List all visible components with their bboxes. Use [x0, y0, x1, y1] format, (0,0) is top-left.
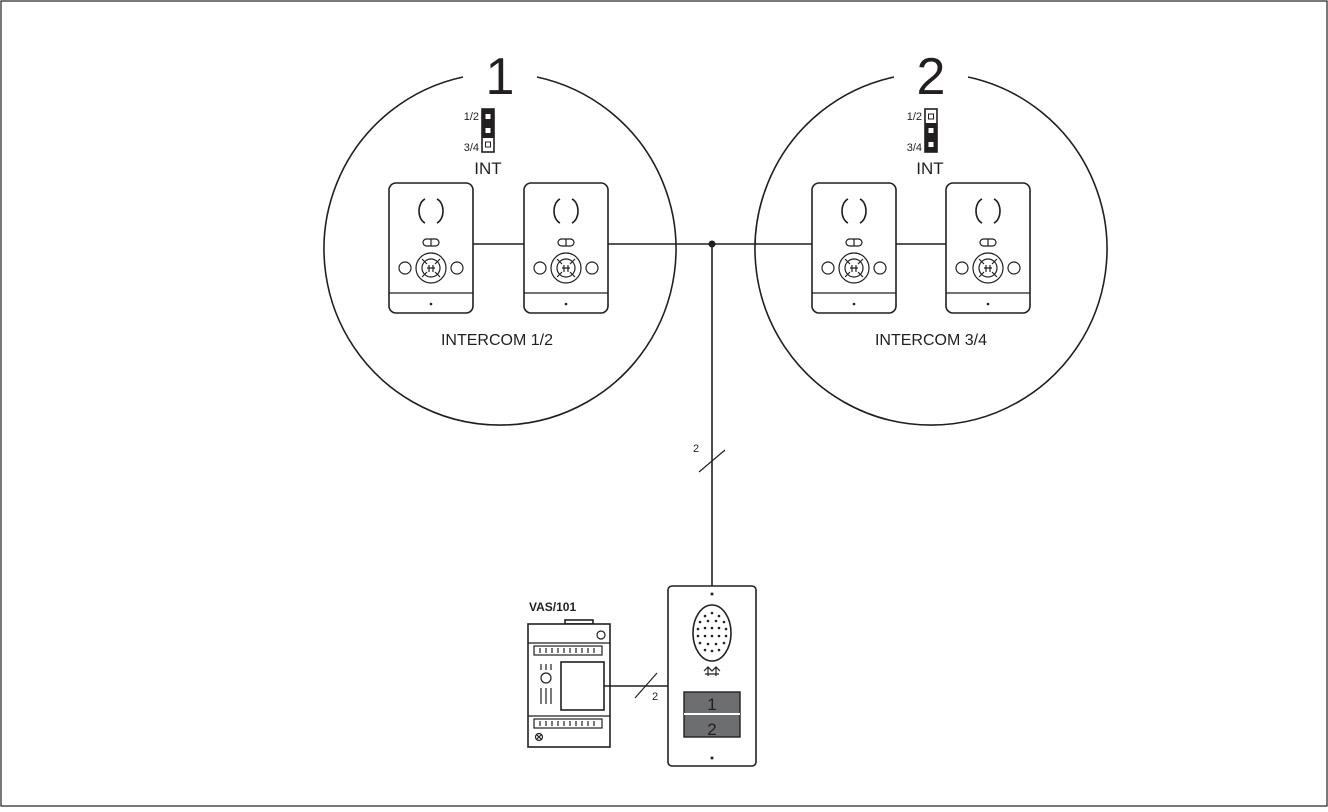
jumper-2-bottom-label: 3/4 [907, 142, 922, 154]
call-button-1-label: 1 [707, 695, 716, 714]
zone-2-number: 2 [917, 48, 946, 106]
zone-1-jumper: 1/2 3/4 INT [464, 108, 502, 178]
riser-tick [698, 449, 726, 473]
zone-1: 1 1/2 3/4 INT INTERCOM 1/2 [323, 48, 677, 426]
power-supply-model: VAS/101 [529, 600, 576, 614]
zone-2: 2 1/2 3/4 INT INTERCOM 3/4 [754, 48, 1108, 426]
zone-2-circle [754, 76, 1108, 426]
jumper-2-top-label: 1/2 [907, 111, 922, 123]
call-button-2-label: 2 [707, 720, 716, 739]
terminal-row-bottom [533, 718, 603, 729]
zone-1-group-label: INTERCOM 1/2 [441, 332, 553, 349]
jumper-1-top-label: 1/2 [464, 111, 479, 123]
zone-2-group-label: INTERCOM 3/4 [875, 332, 987, 349]
jumper-1-caption: INT [474, 159, 501, 178]
zone-1-circle [323, 76, 677, 426]
door-panel: 1 2 [667, 585, 757, 767]
brand-logo-icon [703, 666, 721, 676]
zone-1-number: 1 [486, 48, 515, 106]
riser-wire-count: 2 [693, 443, 699, 455]
power-link: 2 [604, 672, 668, 703]
intercom-unit-3 [811, 182, 897, 314]
intercom-unit-1 [388, 182, 474, 314]
jumper-1-bottom-label: 3/4 [464, 142, 479, 154]
terminal-row-top [533, 645, 603, 656]
intercom-unit-4 [945, 182, 1031, 314]
power-supply: VAS/101 [527, 600, 611, 748]
zone-2-jumper: 1/2 3/4 INT [907, 108, 944, 178]
grille-holes [696, 611, 728, 653]
power-link-wire-count: 2 [652, 691, 658, 703]
intercom-unit-2 [523, 182, 609, 314]
jumper-2-caption: INT [916, 159, 943, 178]
bus-wiring: 2 [473, 240, 946, 586]
speaker-grille [692, 604, 732, 662]
